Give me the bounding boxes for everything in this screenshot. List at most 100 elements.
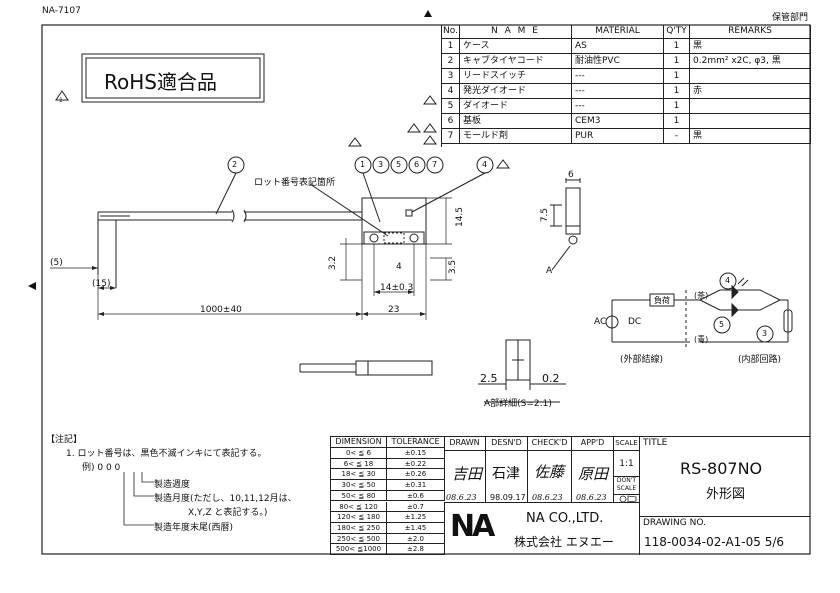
revision-triangle [496, 159, 510, 169]
rohs-label: RoHS適合品 [104, 70, 217, 94]
left-center-mark [28, 282, 36, 290]
parts-cell-name: ケース [460, 39, 572, 54]
view-a-label: A [546, 266, 553, 276]
parts-cell-no: 2 [442, 54, 460, 69]
tol-dimension: 80< ≦ 120 [331, 501, 387, 513]
circuit-dc: DC [628, 317, 642, 327]
dim-5: (5) [50, 258, 63, 268]
notes-year: 製造年度末尾(西暦) [154, 523, 234, 533]
tb-company-cell [444, 503, 640, 555]
tb-title-2: 外形図 [706, 487, 746, 502]
tb-appd: APP'D [572, 437, 614, 451]
parts-cell-qty: - [664, 129, 690, 144]
parts-header-no: No. [442, 25, 460, 39]
revision-triangle [423, 123, 437, 133]
parts-header-qty: Q'TY [664, 25, 690, 39]
parts-header-remarks: REMARKS [690, 25, 811, 39]
tb-dont-scale: DON'T SCALE [614, 477, 640, 495]
projection-icon [619, 495, 637, 503]
tol-dimension: 30< ≦ 50 [331, 480, 387, 491]
company-logo: NA [450, 509, 495, 544]
tol-value: ±0.26 [387, 469, 445, 481]
dim-2-5: 2.5 [480, 372, 498, 385]
tol-value: ±1.25 [387, 512, 445, 523]
notes-leaders [123, 472, 154, 526]
parts-cell-no: 1 [442, 39, 460, 54]
tol-dimension: 50< ≦ 80 [331, 490, 387, 502]
tol-dimension: 180< ≦ 250 [331, 522, 387, 534]
revision-triangle [423, 95, 437, 105]
parts-cell-material: --- [572, 99, 664, 114]
dim-length-main: 1000±40 [200, 305, 242, 315]
parts-cell-qty: 1 [664, 69, 690, 84]
dim-23: 23 [388, 305, 400, 315]
parts-cell-material: AS [572, 39, 664, 54]
parts-cell-material: CEM3 [572, 114, 664, 129]
tol-dimension: 6< ≦ 18 [331, 458, 387, 470]
balloon-5: 5 [396, 160, 402, 169]
parts-cell-qty: 1 [664, 114, 690, 129]
tol-header-tol: TOLERANCE [387, 437, 445, 448]
balloon-circuit-4: 4 [725, 276, 731, 285]
sensor-body-front [361, 197, 427, 245]
parts-cell-no: 5 [442, 99, 460, 114]
drawing-number: 118-0034-02-A1-05 5/6 [644, 535, 785, 549]
notes-month2: X,Y,Z と表記する。) [188, 508, 268, 518]
title-block: DRAWN DESN'D CHECK'D APP'D SCALE TITLE R… [444, 436, 810, 555]
tb-title-cell: TITLE [640, 437, 810, 517]
parts-cell-name: キャブタイヤコード [460, 54, 572, 69]
lot-label: ロット番号表記箇所 [254, 178, 336, 188]
sig-check: 佐藤 [534, 463, 565, 481]
tol-value: ±0.6 [387, 490, 445, 502]
parts-cell-material: PUR [572, 129, 664, 144]
parts-cell-remarks: 赤 [690, 84, 811, 99]
dim-7-5: 7.5 [540, 207, 551, 223]
balloon-circuit-5: 5 [719, 320, 725, 329]
tol-dimension: 120< ≦ 180 [331, 512, 387, 523]
parts-header-material: MATERIAL [572, 25, 664, 39]
notes-month: 製造月度(ただし、10,11,12月は、 [154, 494, 297, 504]
revision-triangle [407, 123, 421, 133]
balloon-7: 7 [432, 160, 438, 169]
sig-app: 原田 [578, 465, 609, 483]
parts-cell-name: リードスイッチ [460, 69, 572, 84]
tb-checkd: CHECK'D [528, 437, 572, 451]
tol-value: ±0.7 [387, 501, 445, 513]
doc-code: NA-7107 [42, 6, 81, 16]
tol-dimension: 500< ≦1000 [331, 544, 387, 555]
notes-week: 製造週度 [154, 480, 191, 490]
dim-0-2: 0.2 [542, 372, 560, 385]
tb-title-1: RS-807NO [680, 459, 763, 478]
notes-title: 【注記】 [46, 435, 83, 445]
circuit-load: 負荷 [654, 296, 670, 305]
balloon-4: 4 [482, 160, 488, 169]
parts-cell-no: 3 [442, 69, 460, 84]
parts-cell-name: 基板 [460, 114, 572, 129]
date-check: 08.6.23 [532, 493, 563, 502]
parts-header-name: N A M E [460, 25, 572, 39]
revision-triangle [423, 135, 437, 145]
tol-dimension: 18< ≦ 30 [331, 469, 387, 481]
drawing-frame [41, 24, 811, 555]
balloon-circuit-3: 3 [762, 329, 768, 338]
detail-a-label: A部詳細(S=2:1) [484, 399, 552, 409]
revision-triangle [55, 90, 69, 101]
parts-cell-material: --- [572, 69, 664, 84]
tol-value: ±0.15 [387, 448, 445, 459]
balloon-1: 1 [360, 160, 366, 169]
parts-cell-remarks [690, 114, 811, 129]
tol-value: ±2.0 [387, 533, 445, 545]
circuit-internal: (内部回路) [738, 355, 782, 365]
dim-14-5: 14.5 [455, 206, 466, 228]
tb-desnd: DESN'D [486, 437, 528, 451]
tb-sig-app-cell [572, 451, 614, 503]
circuit-wire-brown: (茶) [694, 291, 709, 300]
parts-cell-name: モールド剤 [460, 129, 572, 144]
parts-cell-no: 6 [442, 114, 460, 129]
tb-sig-check-cell [528, 451, 572, 503]
parts-cell-qty: 1 [664, 39, 690, 54]
parts-cell-material: --- [572, 84, 664, 99]
parts-cell-qty: 1 [664, 84, 690, 99]
dim-3-2: 3.2 [328, 255, 339, 271]
